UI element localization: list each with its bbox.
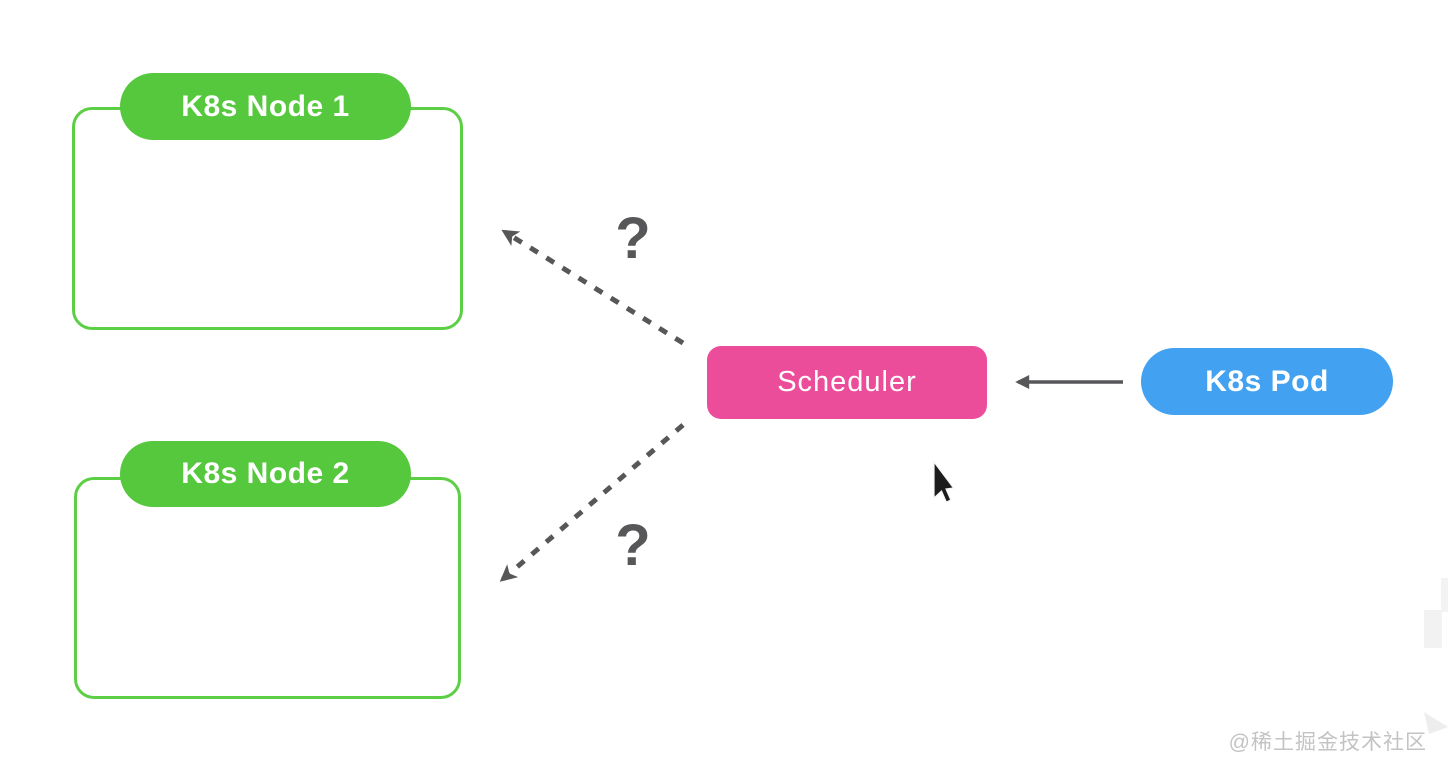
pod-pill: K8s Pod bbox=[1141, 348, 1393, 415]
node1-box bbox=[72, 107, 463, 330]
mouse-cursor-icon bbox=[933, 460, 955, 503]
pod-label: K8s Pod bbox=[1205, 364, 1329, 398]
node2-label: K8s Node 2 bbox=[181, 457, 350, 490]
node1-title-pill: K8s Node 1 bbox=[120, 73, 411, 140]
edge-remnant bbox=[1441, 578, 1448, 612]
node2-box bbox=[74, 477, 461, 699]
scheduler-label: Scheduler bbox=[777, 366, 917, 398]
question-mark-bottom: ? bbox=[615, 513, 651, 578]
watermark-text: @稀土掘金技术社区 bbox=[1228, 731, 1427, 754]
scrollbar-remnant bbox=[1424, 610, 1442, 648]
node1-label: K8s Node 1 bbox=[181, 89, 350, 123]
ghost-cursor-icon bbox=[1424, 712, 1448, 734]
scheduler-box: Scheduler bbox=[707, 346, 987, 419]
question-mark-top: ? bbox=[615, 206, 651, 271]
node2-title-pill: K8s Node 2 bbox=[120, 441, 411, 507]
